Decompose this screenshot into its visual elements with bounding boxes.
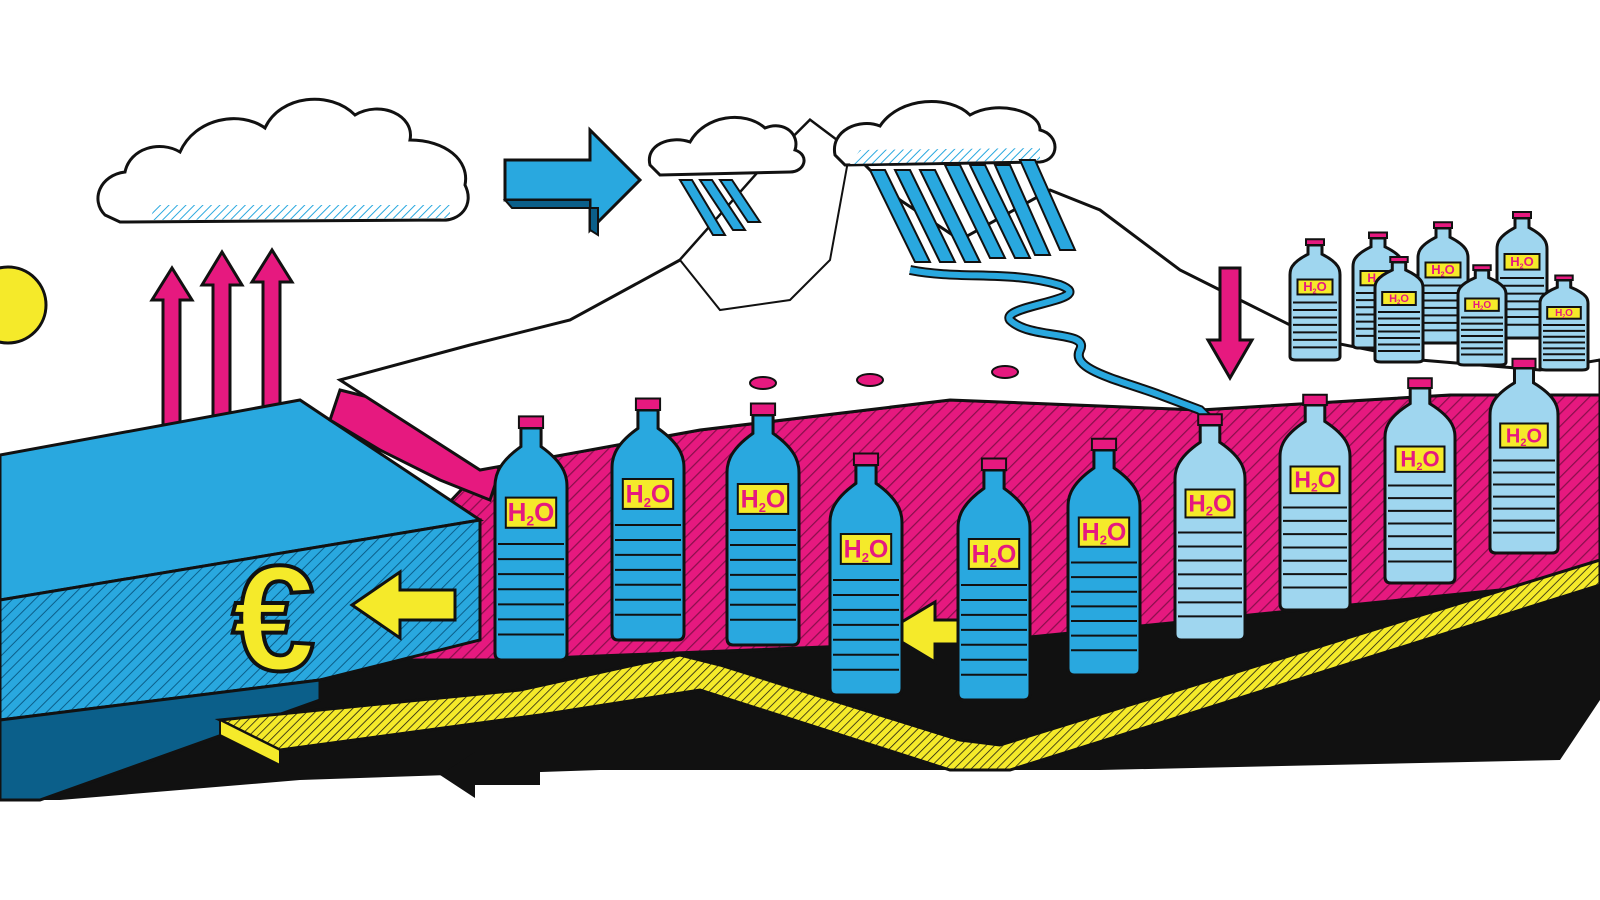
arrow-down-icon [1205, 266, 1255, 381]
bottle-label-text: H2O [1082, 518, 1127, 547]
bottle-icon: H2O [493, 415, 569, 662]
bottle-label-text: H2O [1303, 279, 1326, 295]
bottle-label-text: H2O [844, 535, 889, 564]
bottles-front-row: H2O H2O H2O H2O H2O H2O H2O H2O H2O H2O [493, 357, 1560, 702]
sun-icon [0, 265, 48, 345]
bottle-icon: H2O [956, 457, 1032, 702]
bottle-label-text: H2O [1294, 466, 1335, 494]
cloud-icon [647, 99, 1057, 177]
bottle-icon: H2O [1066, 437, 1142, 677]
bottle-icon: H2O [1173, 413, 1247, 642]
bottle-icon: H2O [1538, 274, 1590, 372]
mountain-icon [336, 118, 1600, 472]
conveyor-belt-icon [214, 558, 1600, 772]
bottle-icon: H2O [1456, 264, 1508, 367]
bottle-label-text: H2O [1473, 300, 1492, 312]
bottle-label-text: H2O [508, 497, 555, 529]
rain-streaks [678, 159, 1077, 263]
bottle-caps [749, 365, 1019, 390]
bottle-label-text: H2O [1506, 425, 1542, 449]
bottle-label-text: H2O [1188, 490, 1231, 518]
bottle-icon: H2O [1288, 238, 1342, 362]
bottle-icon: H2O [1383, 377, 1457, 585]
bottle-label-text: H2O [1510, 254, 1533, 270]
euro-symbol: € [232, 534, 315, 702]
bottle-icon: H2O [828, 452, 904, 697]
bottle-label-text: H2O [626, 480, 671, 509]
bottle-label-text: H2O [972, 540, 1017, 569]
sea-block [0, 398, 484, 802]
bottle-label-text: H2O [1389, 293, 1409, 306]
bottle-label-text: H2O [741, 485, 786, 514]
bottle-label-text: H2O [1400, 446, 1439, 473]
bottle-icon: H2O [1373, 256, 1425, 364]
bottle-label-text: H2O [1555, 308, 1573, 320]
cloud-icon [96, 97, 470, 224]
euro-icon: € [230, 532, 317, 704]
bottle-icon: H2O [610, 397, 686, 642]
arrow-right-icon [502, 126, 643, 237]
bottle-icon: H2O [1488, 357, 1560, 555]
bottle-icon: H2O [1416, 221, 1470, 345]
bottle-icon: H2O [1278, 393, 1352, 612]
bottle-label-text: H2O [1431, 262, 1454, 278]
arrow-left-icon [440, 752, 540, 798]
arrow-left-icon [349, 569, 1002, 665]
bottle-icon: H2O [725, 402, 801, 647]
river [909, 265, 1214, 424]
